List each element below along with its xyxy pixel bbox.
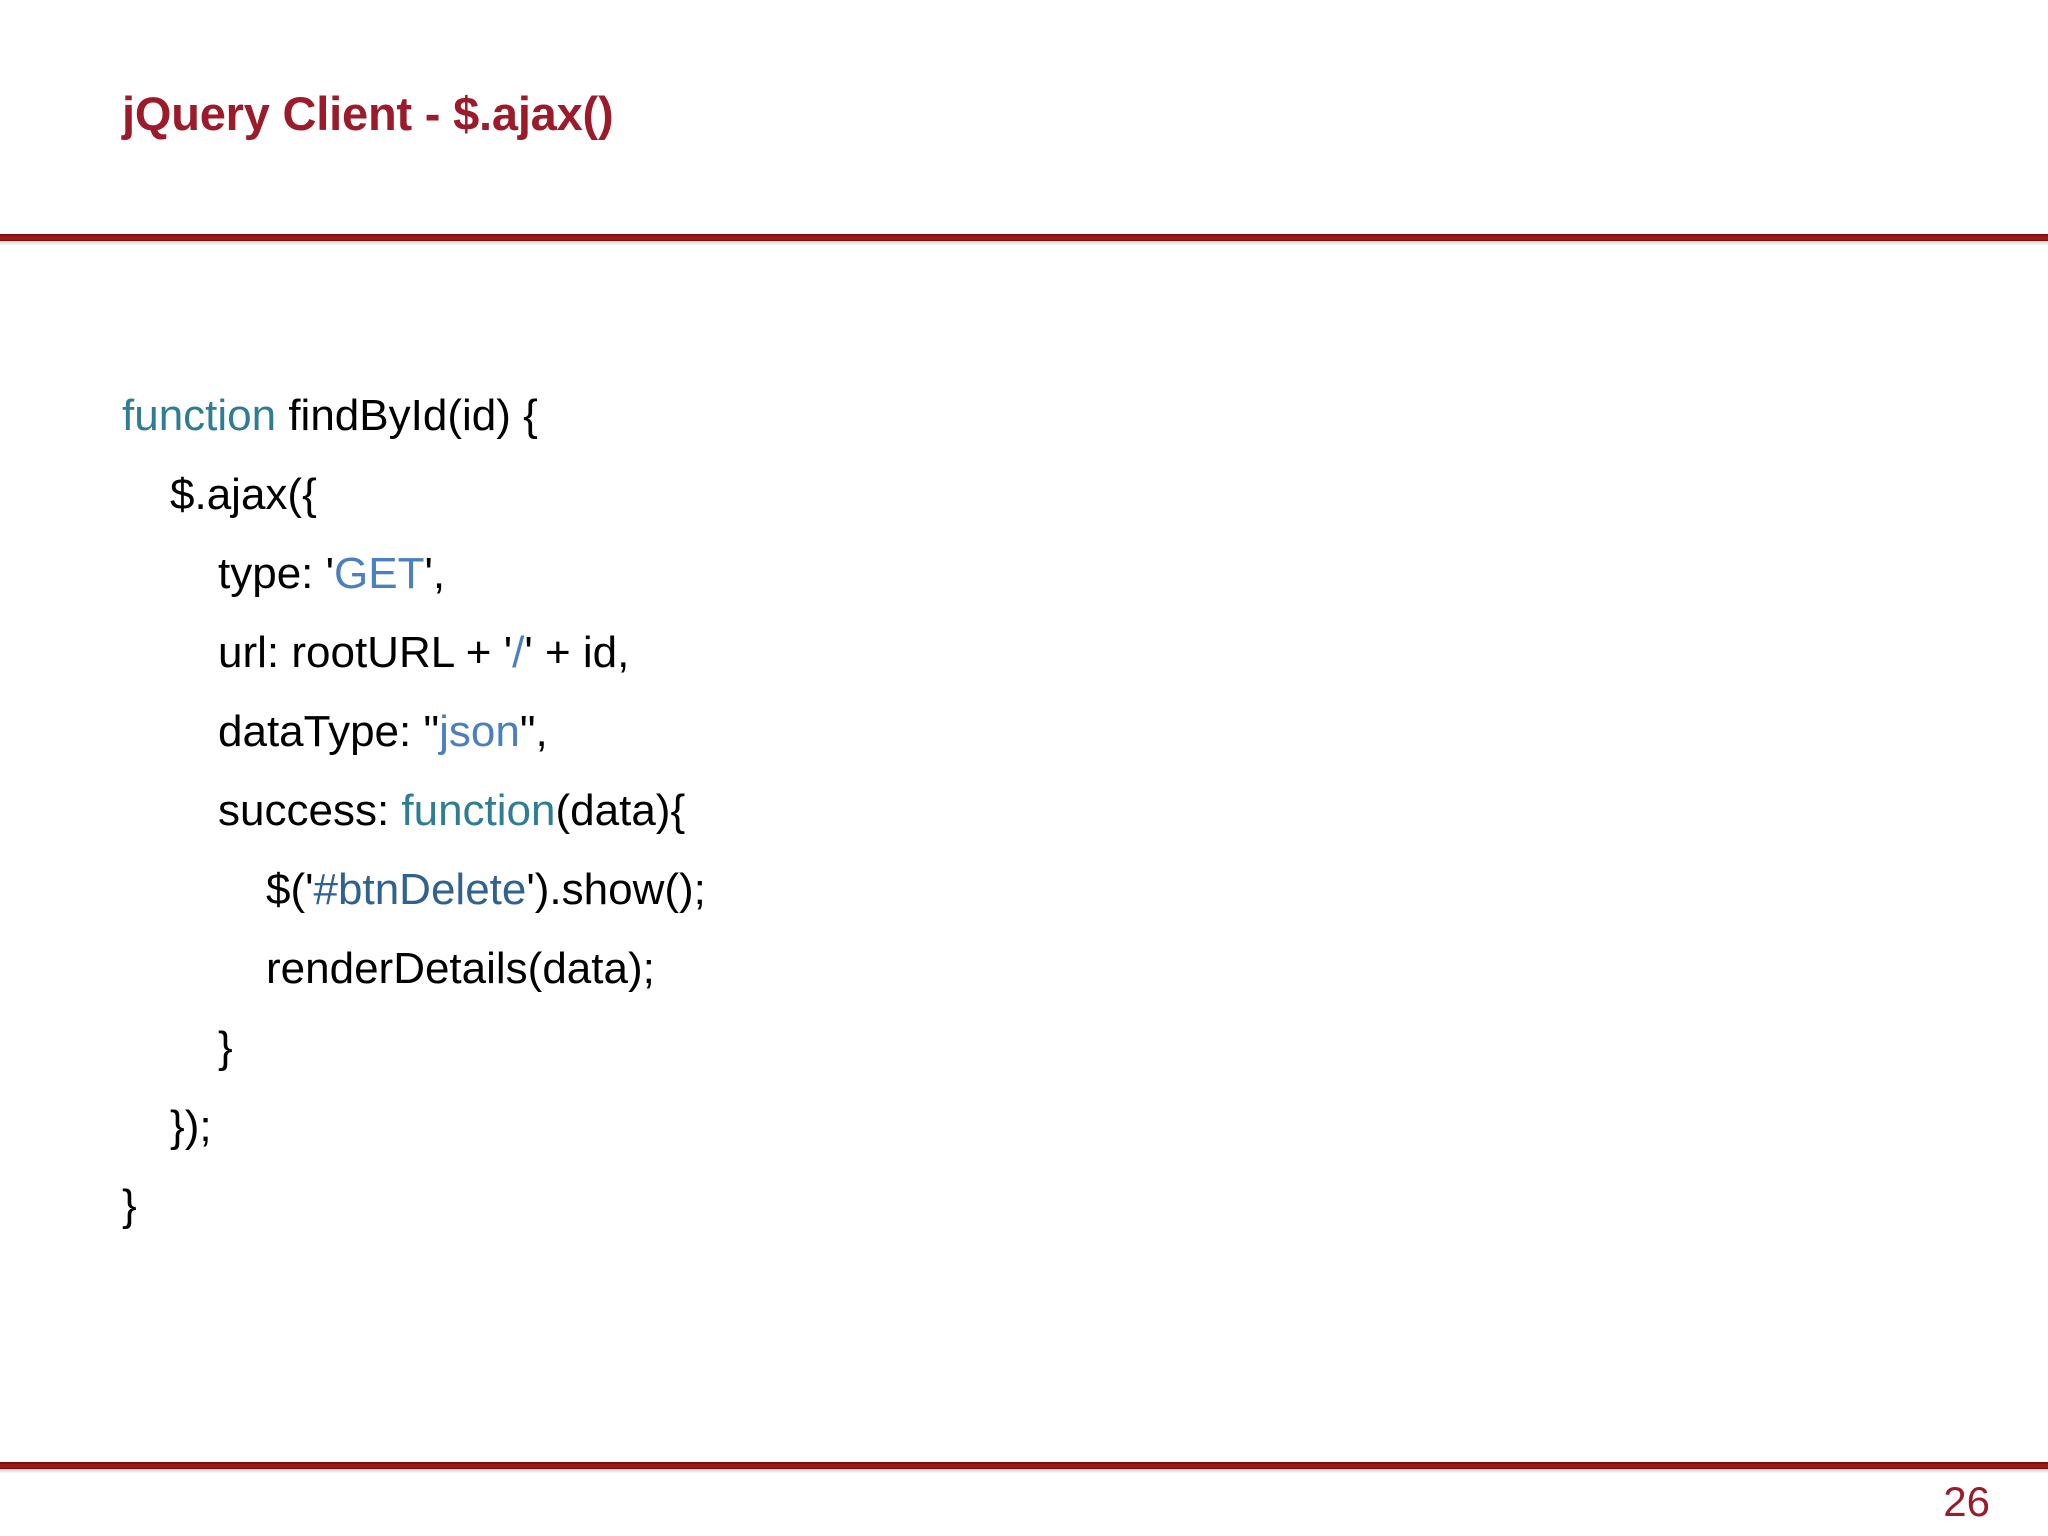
divider-highlight: [0, 1462, 2048, 1464]
code-line: });: [122, 1087, 1822, 1166]
code-line: renderDetails(data);: [122, 929, 1822, 1008]
slide-header: jQuery Client - $.ajax(): [0, 0, 2048, 237]
code-line: url: rootURL + '/' + id,: [122, 613, 1822, 692]
code-line: }: [122, 1008, 1822, 1087]
code-token-plain: }: [218, 1023, 233, 1072]
code-token-plain: url: rootURL + ': [218, 628, 513, 677]
code-line: }: [122, 1166, 1822, 1245]
code-token-plain: ',: [424, 549, 446, 598]
divider-shadow: [0, 241, 2048, 245]
code-token-string: /: [512, 628, 525, 677]
code-listing: function findById(id) { $.ajax({ type: 'GE…: [122, 376, 1822, 1245]
code-token-plain: type: ': [218, 549, 335, 598]
code-token-plain: findById(id) {: [276, 391, 538, 440]
code-line: dataType: "json",: [122, 692, 1822, 771]
code-token-plain: });: [170, 1102, 212, 1151]
code-line: success: function(data){: [122, 771, 1822, 850]
code-token-plain: $(': [266, 865, 314, 914]
code-line: function findById(id) {: [122, 376, 1822, 455]
code-token-plain: ' + id,: [524, 628, 630, 677]
page-title: jQuery Client - $.ajax(): [122, 87, 614, 140]
code-token-plain: renderDetails(data);: [266, 944, 655, 993]
code-line: $.ajax({: [122, 455, 1822, 534]
code-token-plain: success:: [218, 786, 402, 835]
header-divider: [0, 234, 2048, 245]
code-line: type: 'GET',: [122, 534, 1822, 613]
code-token-plain: }: [122, 1181, 137, 1230]
footer-divider: [0, 1462, 2048, 1473]
code-line: $('#btnDelete').show();: [122, 850, 1822, 929]
code-token-keyword: function: [122, 391, 277, 440]
code-token-plain: $.ajax({: [170, 470, 317, 519]
code-token-plain: ').show();: [526, 865, 706, 914]
divider-shadow: [0, 1469, 2048, 1473]
code-token-string: json: [439, 707, 520, 756]
divider-edge: [0, 240, 2048, 241]
code-token-plain: dataType: ": [218, 707, 440, 756]
divider-highlight: [0, 234, 2048, 236]
code-token-plain: ",: [519, 707, 548, 756]
code-token-selector: #btnDelete: [313, 865, 527, 914]
divider-edge: [0, 1468, 2048, 1469]
code-token-plain: (data){: [555, 786, 686, 835]
code-token-string: GET: [334, 549, 425, 598]
code-token-keyword: function: [401, 786, 556, 835]
page-number: 26: [1943, 1478, 1990, 1525]
divider-body: [0, 1464, 2048, 1468]
divider-body: [0, 236, 2048, 240]
